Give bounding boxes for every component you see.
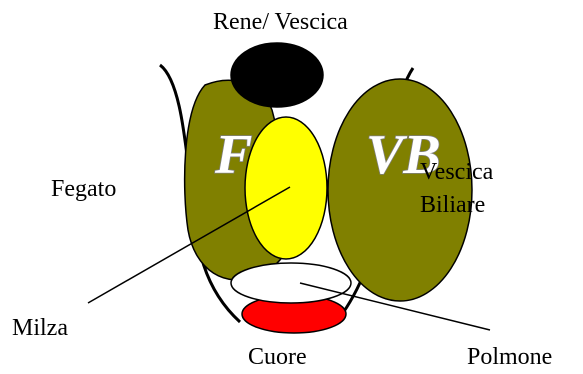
spleen-shape (245, 117, 327, 259)
kidney-bladder-shape (231, 43, 323, 107)
label-polmone: Polmone (467, 344, 552, 370)
label-milza: Milza (12, 315, 68, 341)
gallbladder-shape (328, 79, 472, 301)
label-vescica-biliare-2: Biliare (420, 192, 485, 218)
label-fegato: Fegato (51, 176, 116, 202)
lung-shape (231, 263, 351, 303)
label-cuore: Cuore (248, 344, 307, 370)
label-rene-vescica: Rene/ Vescica (213, 9, 348, 35)
label-vescica-biliare-1: Vescica (420, 159, 494, 185)
liver-mark: F (214, 124, 252, 186)
